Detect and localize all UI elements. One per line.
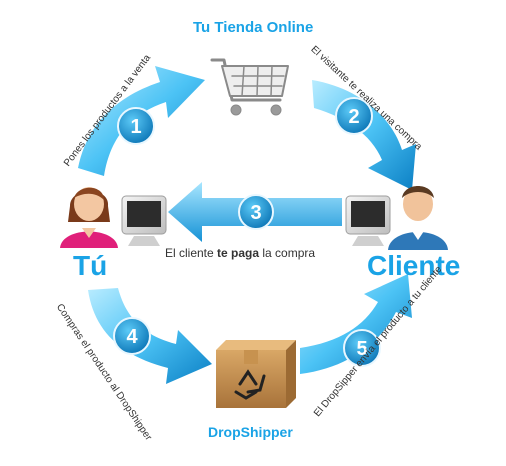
recycle-box-icon [216, 340, 296, 408]
node-label-you: Tú [73, 250, 108, 281]
step-caption-3-before: El cliente [165, 246, 218, 260]
step-number-2: 2 [348, 106, 359, 128]
step-caption-3-after: la compra [259, 246, 316, 260]
step-number-4: 4 [126, 326, 138, 348]
step-caption-3-bold: te paga [217, 246, 260, 260]
node-label-dropshipper: DropShipper [208, 424, 293, 440]
man-at-computer-icon [345, 186, 448, 250]
step-circle-5: 5 [343, 329, 381, 367]
node-label-store: Tu Tienda Online [193, 19, 314, 36]
step-circle-1: 1 [117, 107, 155, 145]
woman-at-computer-icon [60, 187, 167, 248]
step-number-1: 1 [130, 116, 141, 138]
step-circle-3: 3 [238, 194, 274, 230]
step-number-3: 3 [250, 202, 261, 224]
step-number-5: 5 [356, 338, 367, 360]
step-circle-2: 2 [335, 97, 373, 135]
step-caption-3: El cliente te paga la compra [165, 246, 315, 260]
arrow-step-1 [78, 66, 205, 176]
step-circle-4: 4 [113, 317, 151, 355]
arrow-step-5 [300, 274, 412, 374]
node-label-client: Cliente [367, 250, 461, 281]
shopping-cart-icon [210, 58, 289, 116]
